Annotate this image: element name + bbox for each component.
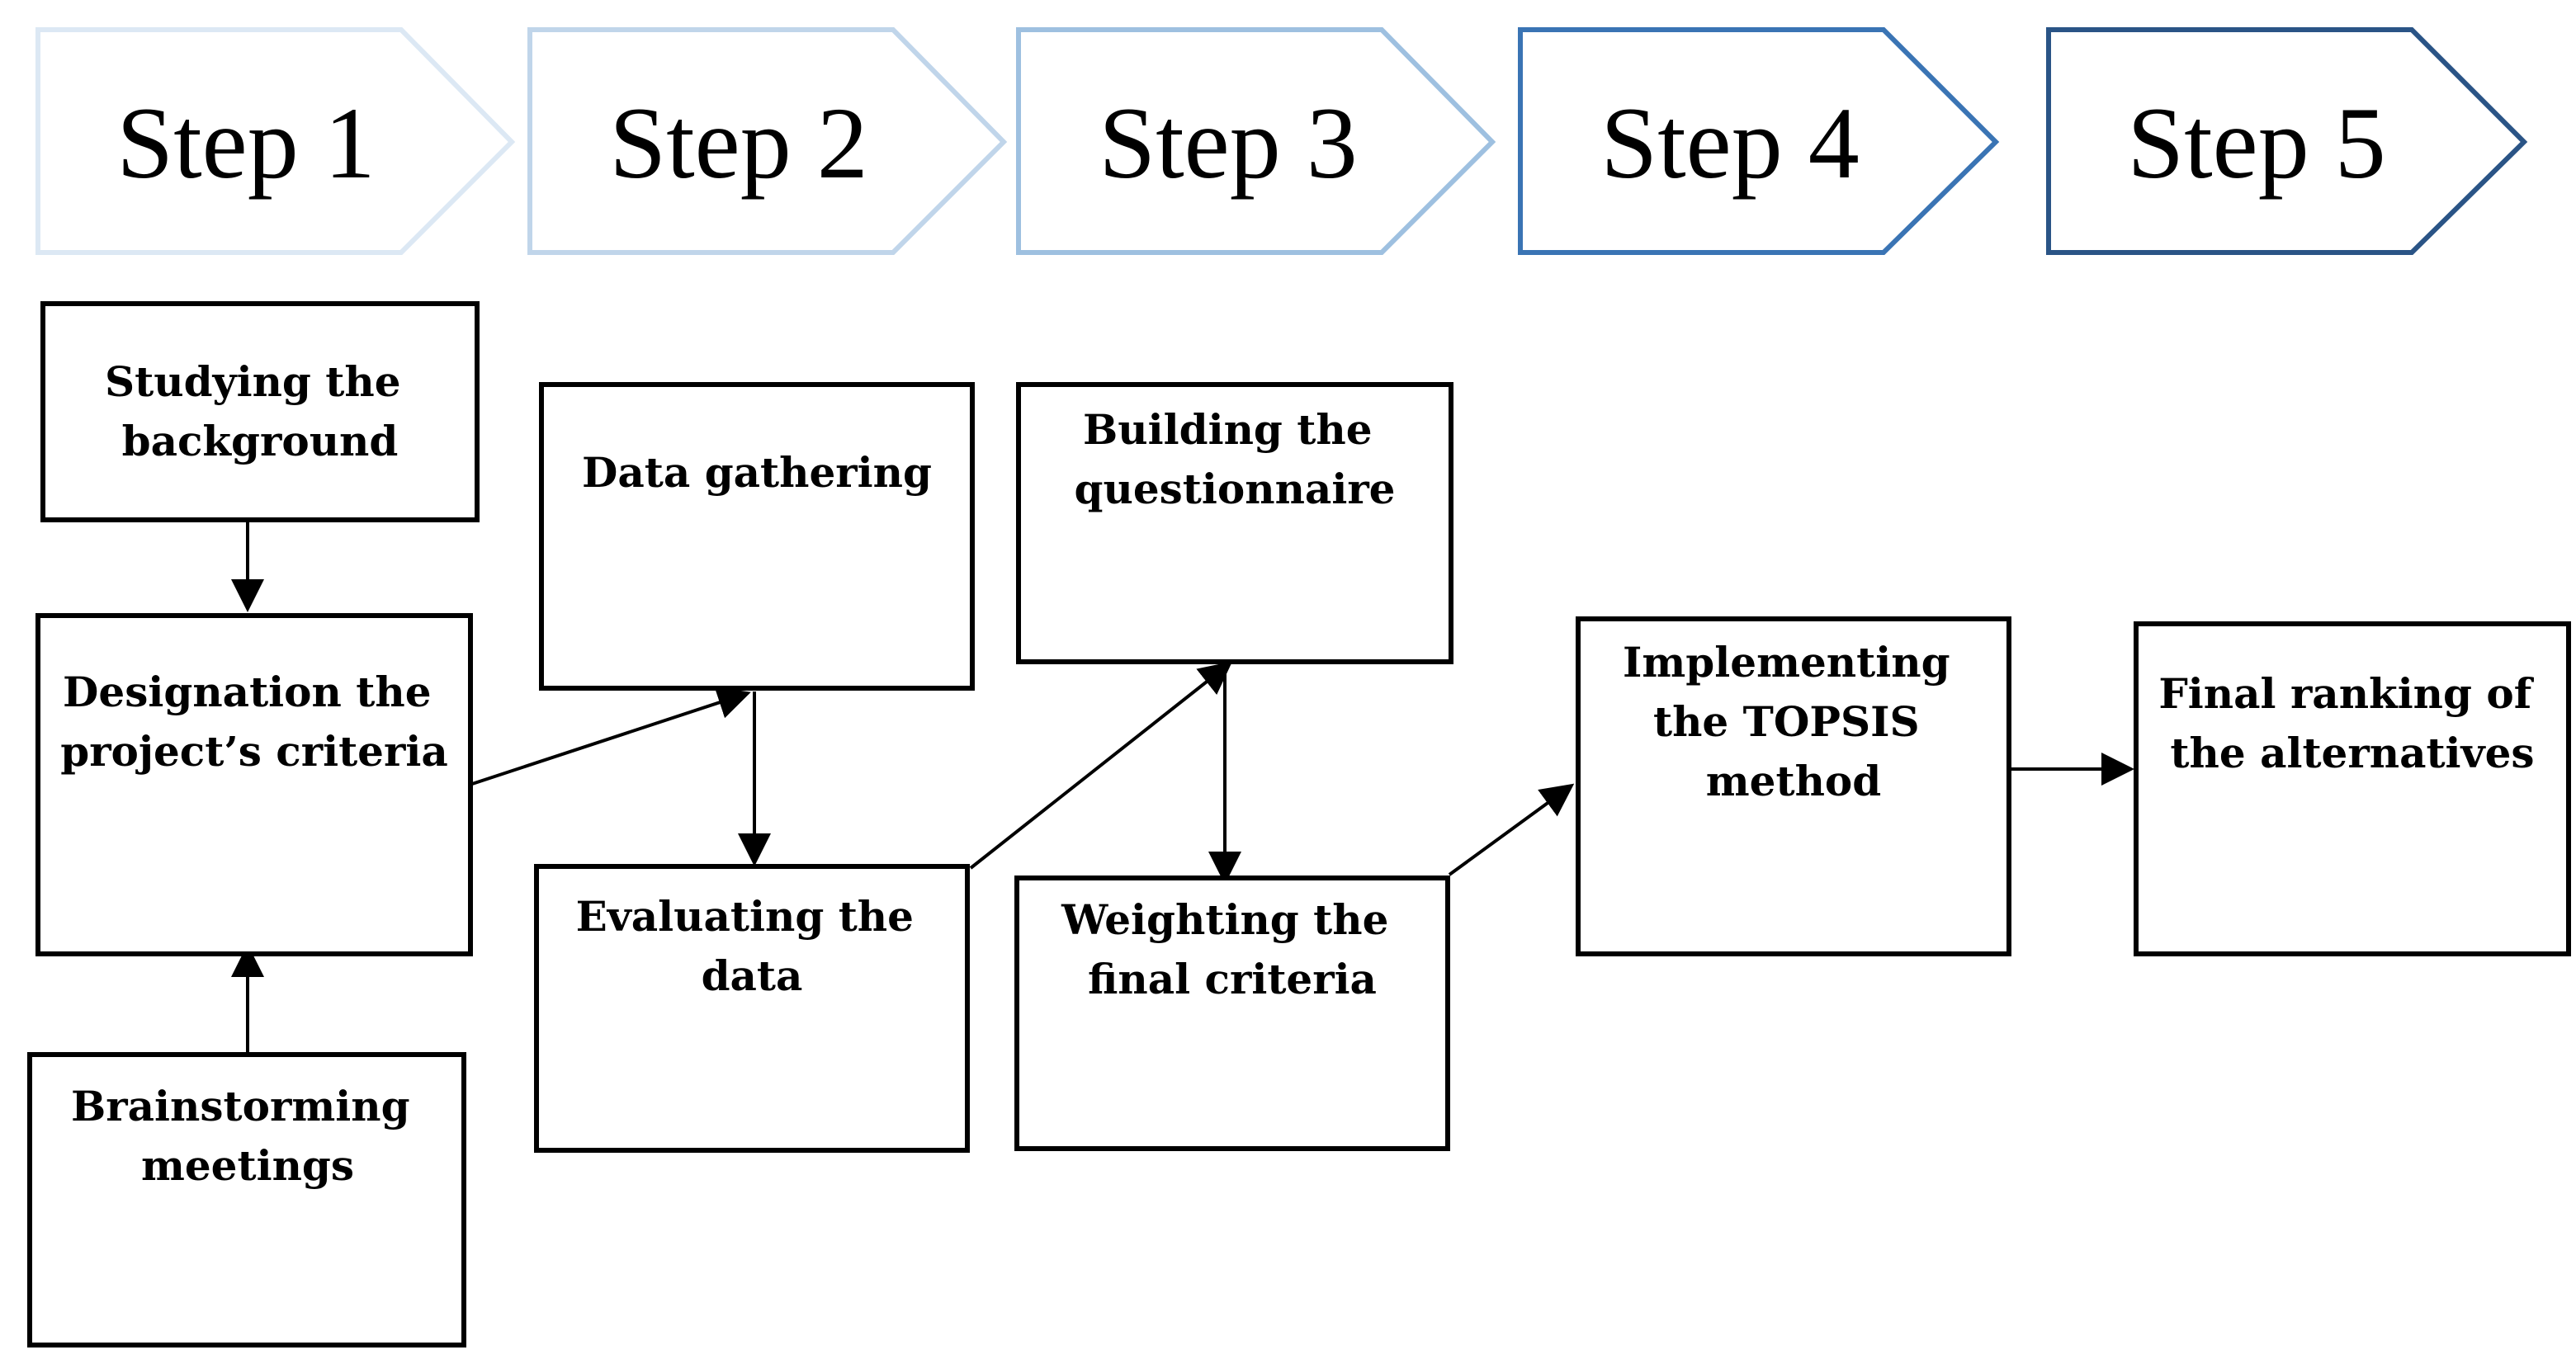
box-weighting-criteria-line-2: final criteria: [1088, 955, 1377, 1003]
arrow-evaluating-to-building: [969, 661, 1233, 870]
box-implementing-topsis-line-1: Implementing: [1623, 638, 1950, 687]
box-designation-criteria-frame: [35, 613, 473, 956]
box-evaluating-data-line-2: data: [702, 951, 803, 1000]
box-final-ranking-line-1: Final ranking of: [2158, 669, 2534, 718]
box-data-gathering-text: Data gathering: [582, 448, 932, 497]
step-2-shape: [527, 27, 1008, 255]
step-5-shape: [2046, 27, 2528, 255]
box-evaluating-data-frame: [534, 864, 970, 1153]
box-implementing-topsis-text: Implementing the TOPSIS method: [1623, 638, 1964, 805]
arrow-designation-to-gathering: [471, 687, 751, 786]
step-5-label: Step 5: [2127, 87, 2385, 200]
box-designation-criteria-text: Designation the project’s criteria: [60, 668, 447, 776]
box-evaluating-data-line-1: Evaluating the: [576, 892, 914, 941]
box-implementing-topsis-line-3: method: [1706, 757, 1881, 805]
box-evaluating-data: Evaluating the data: [534, 864, 970, 1153]
box-weighting-criteria-frame: [1014, 876, 1450, 1151]
box-brainstorming-meetings-line-2: meetings: [141, 1141, 354, 1190]
step-2-chevron: Step 2: [527, 27, 1008, 255]
box-data-gathering: Data gathering: [539, 382, 975, 691]
step-1-shape: [35, 27, 516, 255]
step-4-chevron: Step 4: [1518, 27, 2000, 255]
box-final-ranking-line-2: the alternatives: [2170, 729, 2534, 777]
box-implementing-topsis: Implementing the TOPSIS method: [1576, 616, 2011, 956]
box-building-questionnaire: Building the questionnaire: [1016, 382, 1453, 664]
box-designation-criteria-line-1: Designation the: [63, 668, 431, 716]
box-weighting-criteria-text: Weighting the final criteria: [1061, 895, 1403, 1003]
box-brainstorming-meetings-line-1: Brainstorming: [71, 1082, 410, 1130]
connectors: [231, 512, 2134, 1053]
box-weighting-criteria: Weighting the final criteria: [1014, 876, 1450, 1151]
step-1-chevron: Step 1: [35, 27, 516, 255]
box-brainstorming-meetings: Brainstorming meetings: [27, 1052, 466, 1347]
box-studying-background: Studying the background: [40, 301, 480, 522]
step-banner: Step 1 Step 2 Step 3 Step 4 Step 5: [35, 27, 2528, 255]
step-3-shape: [1016, 27, 1496, 255]
arrow-weighting-to-topsis: [1448, 783, 1575, 876]
step-3-label: Step 3: [1099, 87, 1357, 200]
step-4-label: Step 4: [1600, 87, 1859, 200]
box-implementing-topsis-line-2: the TOPSIS: [1653, 697, 1920, 746]
box-studying-background-frame: [40, 301, 480, 522]
box-studying-background-line-1: Studying the: [105, 357, 401, 406]
box-brainstorming-meetings-frame: [27, 1052, 466, 1347]
step-1-label: Step 1: [116, 87, 375, 200]
box-implementing-topsis-frame: [1576, 616, 2011, 956]
box-evaluating-data-text: Evaluating the data: [576, 892, 929, 1000]
box-weighting-criteria-line-1: Weighting the: [1061, 895, 1388, 944]
box-studying-background-line-2: background: [122, 417, 399, 465]
box-studying-background-text: Studying the background: [105, 357, 415, 465]
box-data-gathering-line-1: Data gathering: [582, 448, 932, 497]
box-building-questionnaire-frame: [1016, 382, 1453, 664]
box-final-ranking-frame: [2134, 621, 2571, 956]
step-3-chevron: Step 3: [1016, 27, 1496, 255]
box-data-gathering-frame: [539, 382, 975, 691]
box-final-ranking-text: Final ranking of the alternatives: [2158, 669, 2545, 777]
step-5-chevron: Step 5: [2046, 27, 2528, 255]
box-building-questionnaire-line-1: Building the: [1083, 405, 1373, 454]
box-building-questionnaire-line-2: questionnaire: [1075, 465, 1396, 513]
step-2-label: Step 2: [609, 87, 867, 200]
box-designation-criteria: Designation the project’s criteria: [35, 613, 473, 956]
step-4-shape: [1518, 27, 2000, 255]
box-brainstorming-meetings-text: Brainstorming meetings: [71, 1082, 424, 1190]
box-final-ranking: Final ranking of the alternatives: [2134, 621, 2571, 956]
box-designation-criteria-line-2: project’s criteria: [60, 727, 447, 776]
box-building-questionnaire-text: Building the questionnaire: [1075, 405, 1396, 513]
